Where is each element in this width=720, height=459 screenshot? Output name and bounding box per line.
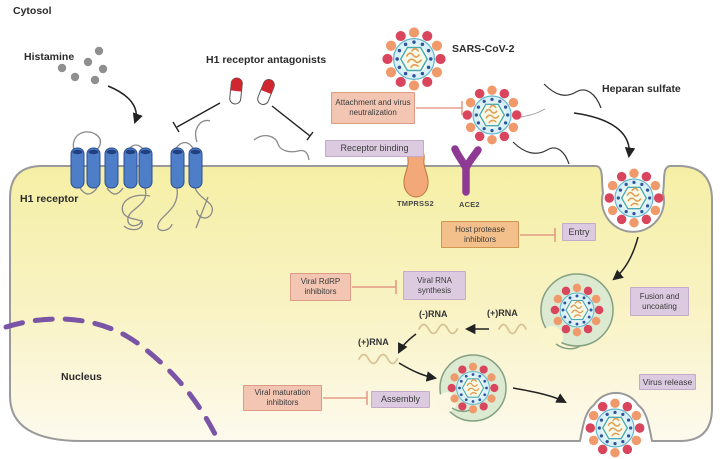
rna-to-assembly-arrow [398, 362, 438, 382]
assembly-to-release-arrow [512, 387, 567, 404]
released-virion-icon [584, 397, 646, 459]
attachment-inhibitor-box: Attachment and virus neutralization [331, 92, 415, 124]
ace2-label: ACE2 [459, 200, 480, 209]
tmprss2-icon [403, 146, 429, 198]
histamine-label: Histamine [24, 51, 75, 63]
cytosol-label: Cytosol [13, 5, 52, 17]
plus-rna-label-left: (+)RNA [358, 337, 389, 347]
nucleus-label: Nucleus [61, 371, 102, 383]
receptor-binding-box: Receptor binding [325, 140, 424, 157]
sars-cov-2-virion-icon [381, 26, 447, 92]
tmprss2-label: TMPRSS2 [397, 199, 434, 208]
nucleus-boundary [3, 316, 219, 439]
entry-box: Entry [562, 223, 596, 241]
heparan-sulfate-label: Heparan sulfate [602, 83, 681, 95]
heparan-attachment-arrow [573, 112, 636, 159]
h1-antagonists-label: H1 receptor antagonists [206, 54, 327, 66]
inhibitor-tee-line [323, 101, 556, 405]
h1-receptor-icon [70, 119, 310, 232]
entry-to-fusion-arrow [612, 236, 639, 281]
maturation-inhibitors-box: Viral maturation inhibitors [243, 385, 322, 411]
minus-to-plus-rna-arrow [398, 333, 417, 354]
ace2-icon [451, 145, 482, 196]
assembly-box: Assembly [371, 391, 430, 408]
attached-virion-icon [461, 84, 523, 146]
heparan-sulfate-strand-icon [512, 83, 602, 165]
host-protease-inhibitors-box: Host protease inhibitors [441, 221, 519, 248]
virus-release-box: Virus release [639, 374, 696, 390]
rna-strand-icon [358, 323, 527, 365]
rdrp-inhibitors-box: Viral RdRP inhibitors [290, 273, 351, 301]
capsule-icon [257, 79, 275, 105]
rna-synthesis-box: Viral RNA synthesis [403, 271, 466, 300]
minus-rna-label: (-)RNA [419, 309, 448, 319]
sars-cov-2-label: SARS-CoV-2 [452, 43, 515, 55]
antagonist-inhibition-line [172, 102, 314, 141]
h1-receptor-label: H1 receptor [20, 193, 79, 205]
histamine-molecules-icon [57, 46, 108, 85]
plus-rna-label-right: (+)RNA [487, 308, 518, 318]
capsule-icon [229, 77, 243, 105]
entry-virion-icon [603, 167, 665, 229]
fusion-uncoating-box: Fusion and uncoating [630, 287, 689, 316]
histamine-binding-arrow [107, 85, 143, 124]
